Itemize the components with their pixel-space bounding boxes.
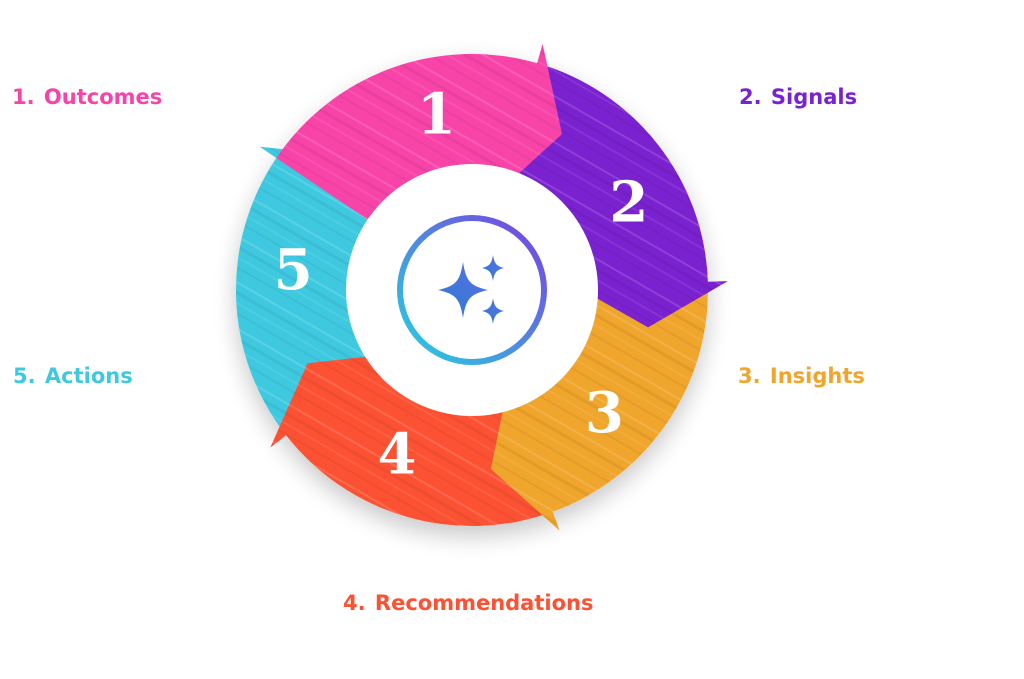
stage-label-actions: 5. Actions (13, 364, 133, 388)
stage-label-signals: 2. Signals (739, 85, 858, 109)
step-number-5: 5 (274, 237, 313, 303)
brush-texture (490, 281, 709, 531)
step-number-4: 4 (378, 422, 417, 488)
step-number-2: 2 (609, 170, 648, 236)
stage-label-outcomes: 1. Outcomes (12, 85, 163, 109)
stage-label-insights: 3. Insights (738, 364, 865, 388)
brush-texture (270, 354, 553, 527)
cycle-segments (235, 43, 728, 531)
brush-texture (276, 43, 562, 221)
step-number-3: 3 (585, 380, 624, 446)
step-numbers: 5 4 3 2 1 (274, 82, 649, 488)
step-number-1: 1 (417, 82, 456, 148)
brush-texture (506, 63, 728, 328)
stage-label-recommendations: 4. Recommendations (343, 591, 594, 615)
center-ring (397, 215, 547, 365)
sparkles-icon (438, 255, 504, 324)
